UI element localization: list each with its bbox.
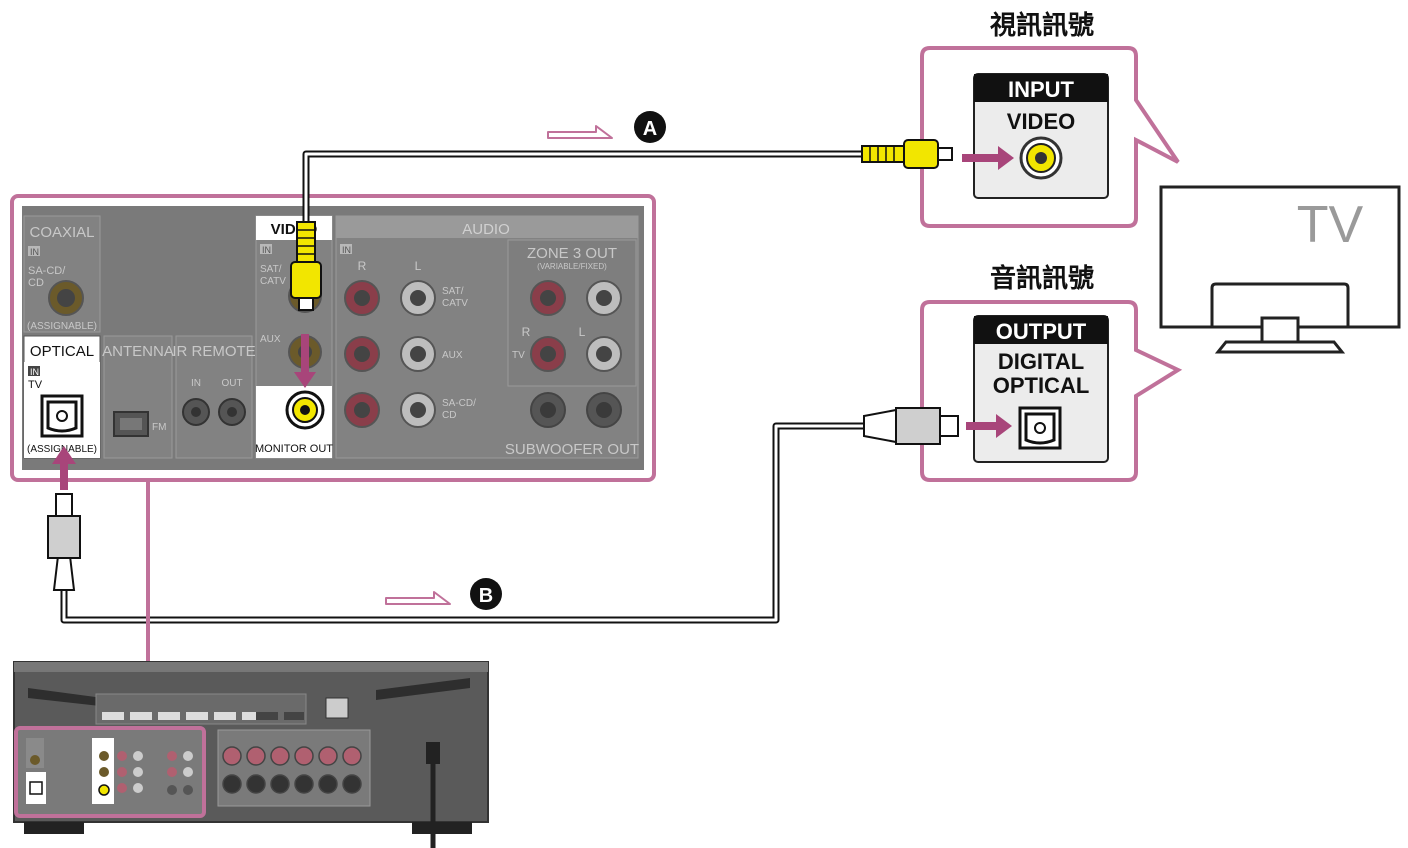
zone3-r: R <box>522 325 531 339</box>
zone3-l: L <box>579 325 586 339</box>
audio-l: L <box>415 259 422 273</box>
receiver-optical-arrow <box>52 446 76 490</box>
video-signal-heading: 視訊訊號 <box>990 10 1094 41</box>
tv-input-header: INPUT <box>1008 77 1075 102</box>
video-aux: AUX <box>260 334 281 345</box>
cable-b-badge <box>470 578 502 610</box>
monitor-out-label: MONITOR OUT <box>255 443 333 455</box>
video-cable-a <box>290 139 953 388</box>
optical-insert-arrow <box>966 414 1012 438</box>
direction-arrow-b <box>385 591 451 605</box>
ir-remote-title: IR REMOTE <box>172 343 255 360</box>
audio-jacks <box>344 280 436 428</box>
tv-optical-output-callout: OUTPUT DIGITAL OPTICAL <box>920 300 1183 482</box>
audio-in: IN <box>342 245 351 255</box>
audio-title: AUDIO <box>462 221 510 238</box>
video-sat: SAT/ <box>260 264 282 275</box>
cable-b-label: B <box>479 585 493 607</box>
zone3-tv: TV <box>512 350 525 361</box>
optical-cable-b <box>47 407 959 624</box>
subwoofer-title: SUBWOOFER OUT <box>505 441 639 458</box>
monitor-out-arrow <box>294 334 316 388</box>
video-insert-arrow <box>962 146 1014 170</box>
ir-in: IN <box>191 378 201 389</box>
audio-sacd: SA-CD/ <box>442 398 476 409</box>
antenna-title: ANTENNA <box>102 343 174 360</box>
receiver-unit <box>13 661 489 848</box>
tv-video-label: VIDEO <box>1007 109 1075 134</box>
tv-label: TV <box>1297 196 1364 254</box>
audio-catv: CATV <box>442 298 468 309</box>
audio-r: R <box>358 259 367 273</box>
ir-out: OUT <box>221 378 242 389</box>
direction-arrow-a <box>547 125 613 139</box>
optical-input: TV <box>28 379 43 391</box>
cable-a-badge <box>634 111 666 143</box>
zone3-title: ZONE 3 OUT <box>527 245 617 262</box>
antenna-fm: FM <box>152 422 166 433</box>
video-in: IN <box>262 245 271 255</box>
tv-icon: TV <box>1159 185 1401 354</box>
coaxial-in: IN <box>30 247 39 257</box>
optical-in: IN <box>30 367 39 377</box>
coaxial-input2: CD <box>28 277 44 289</box>
optical-title: OPTICAL <box>30 343 94 360</box>
tv-digital-label: DIGITAL <box>998 349 1084 374</box>
receiver-rear-panel: COAXIAL IN SA-CD/ CD (ASSIGNABLE) OPTICA… <box>10 194 656 482</box>
zone3-sub: (VARIABLE/FIXED) <box>537 262 607 271</box>
coaxial-input: SA-CD/ <box>28 265 66 277</box>
audio-cd: CD <box>442 410 456 421</box>
coaxial-assignable: (ASSIGNABLE) <box>27 321 97 332</box>
audio-signal-heading: 音訊訊號 <box>990 263 1094 294</box>
audio-aux: AUX <box>442 350 463 361</box>
audio-sat: SAT/ <box>442 286 464 297</box>
cable-a-label: A <box>643 118 657 140</box>
coaxial-title: COAXIAL <box>29 224 94 241</box>
tv-video-input-callout: INPUT VIDEO <box>920 46 1180 228</box>
video-catv: CATV <box>260 276 286 287</box>
tv-output-header: OUTPUT <box>996 319 1087 344</box>
tv-optical-label: OPTICAL <box>993 373 1090 398</box>
